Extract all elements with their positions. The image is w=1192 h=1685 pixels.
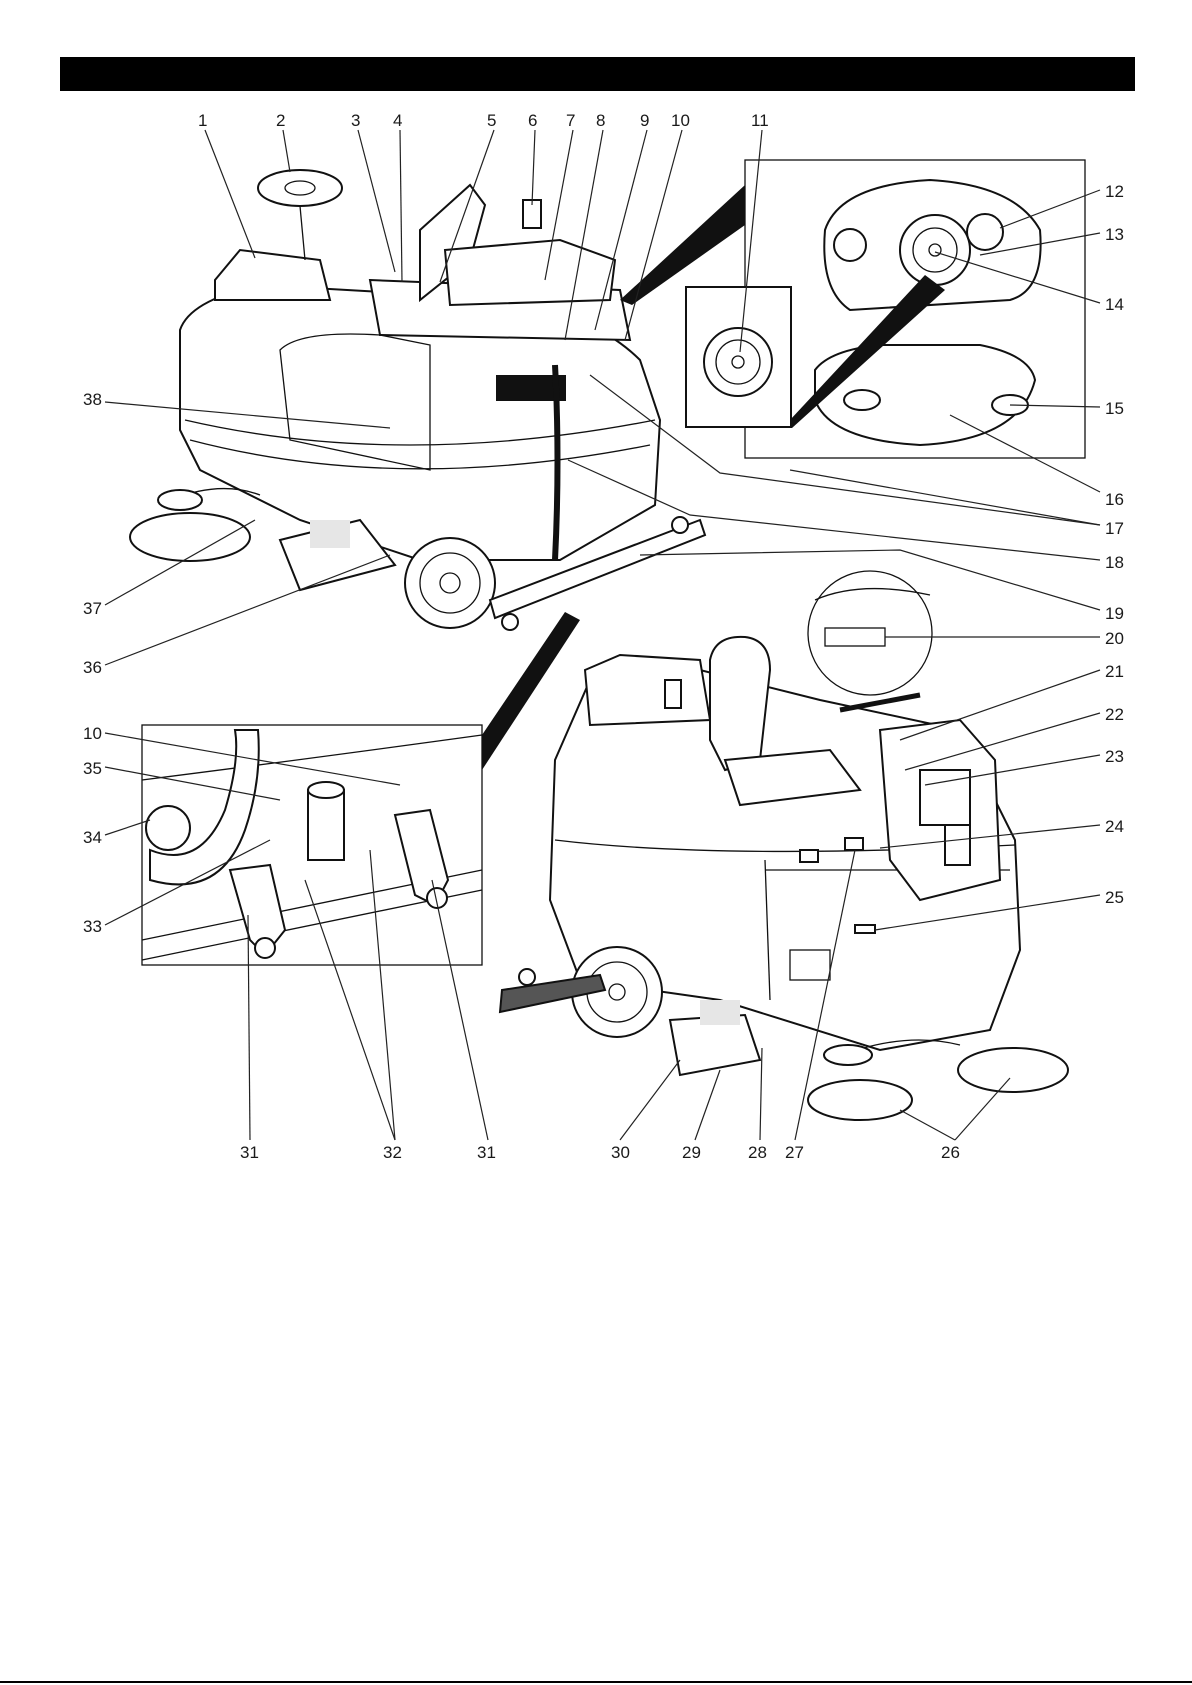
callout-29: 29	[682, 1143, 701, 1162]
callout-12: 12	[1105, 182, 1124, 201]
bottom-rule	[0, 1681, 1192, 1683]
callout-25: 25	[1105, 888, 1124, 907]
callout-33: 33	[83, 917, 102, 936]
callout-19: 19	[1105, 604, 1124, 623]
callout-28: 28	[748, 1143, 767, 1162]
detail-inset-tank	[620, 160, 1085, 458]
callout-22: 22	[1105, 705, 1124, 724]
callout-15: 15	[1105, 399, 1124, 418]
callout-26: 26	[941, 1143, 960, 1162]
callout-27: 27	[785, 1143, 804, 1162]
callout-30: 30	[611, 1143, 630, 1162]
machine-rear-view	[500, 571, 1068, 1120]
callout-17: 17	[1105, 519, 1124, 538]
callout-24: 24	[1105, 817, 1124, 836]
detail-inset-squeegee	[142, 612, 580, 965]
callout-7: 7	[566, 111, 575, 130]
callout-38: 38	[83, 390, 102, 409]
callout-3: 3	[351, 111, 360, 130]
callout-10-left: 10	[83, 724, 102, 743]
callout-6: 6	[528, 111, 537, 130]
callout-9: 9	[640, 111, 649, 130]
callout-10-top: 10	[671, 111, 690, 130]
callout-34: 34	[83, 828, 102, 847]
callout-1: 1	[198, 111, 207, 130]
callout-35: 35	[83, 759, 102, 778]
callout-31-right: 31	[477, 1143, 496, 1162]
callout-11: 11	[751, 111, 769, 130]
callout-18: 18	[1105, 553, 1124, 572]
callout-2: 2	[276, 111, 285, 130]
callout-13: 13	[1105, 225, 1124, 244]
callout-23: 23	[1105, 747, 1124, 766]
callout-20: 20	[1105, 629, 1124, 648]
callout-21: 21	[1105, 662, 1124, 681]
callout-36: 36	[83, 658, 102, 677]
callout-4: 4	[393, 111, 402, 130]
callout-16: 16	[1105, 490, 1124, 509]
callout-5: 5	[487, 111, 496, 130]
callout-8: 8	[596, 111, 605, 130]
callout-31-left: 31	[240, 1143, 259, 1162]
callout-14: 14	[1105, 295, 1124, 314]
callout-37: 37	[83, 599, 102, 618]
callout-32: 32	[383, 1143, 402, 1162]
